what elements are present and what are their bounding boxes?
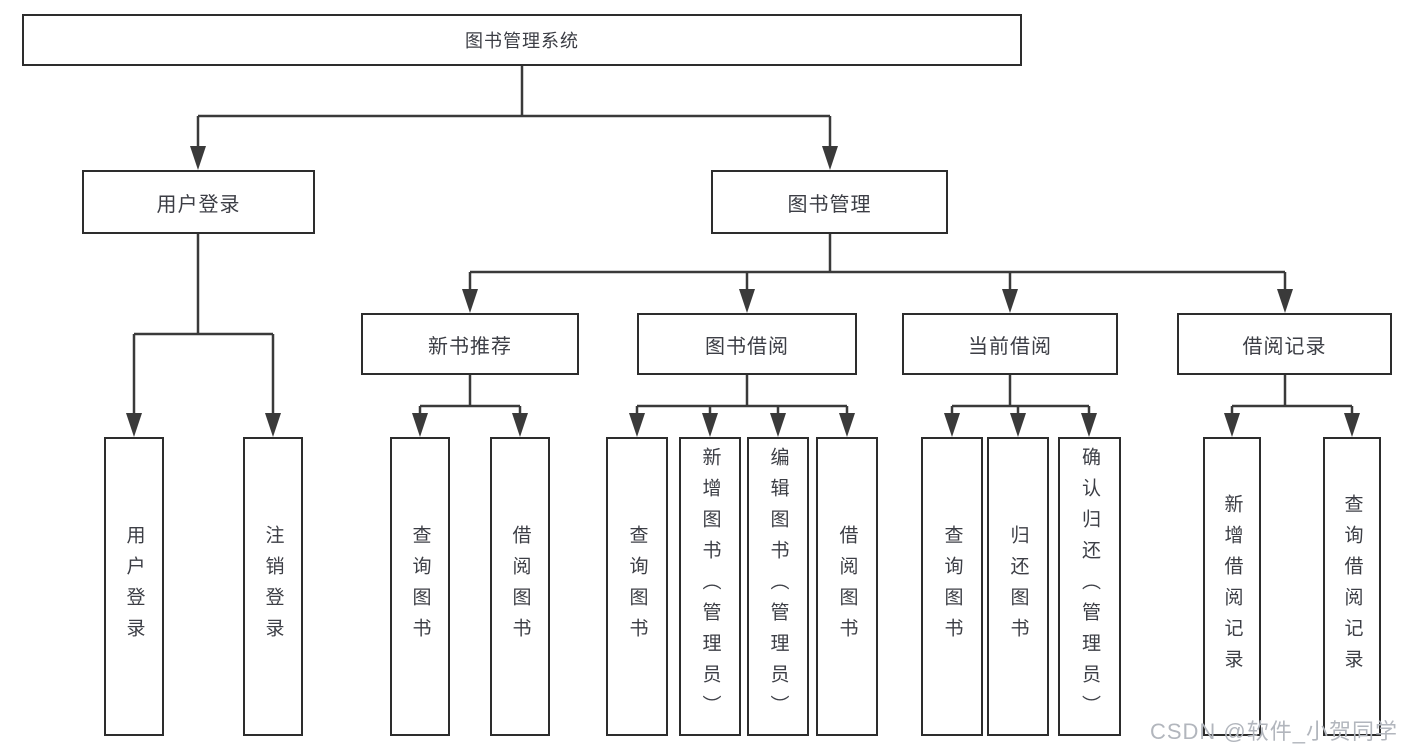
leaf-user-login: 用户登录 (104, 437, 164, 736)
leaf-borrow-books-recommend-label: 借阅图书 (509, 524, 531, 649)
leaf-edit-book-admin: 编辑图书（管理员） (747, 437, 809, 736)
leaf-return-book: 归还图书 (987, 437, 1049, 736)
leaf-query-borrow-record-label: 查询借阅记录 (1341, 493, 1363, 680)
leaf-add-book-admin-label: 新增图书（管理员） (699, 447, 721, 726)
leaf-query-books-current-label: 查询图书 (941, 524, 963, 649)
node-current-borrow: 当前借阅 (902, 313, 1118, 375)
csdn-watermark: CSDN @软件_小贺同学 (1149, 719, 1398, 744)
leaf-logout-label: 注销登录 (262, 524, 284, 649)
leaf-query-borrow-record: 查询借阅记录 (1323, 437, 1381, 736)
leaf-user-login-label: 用户登录 (123, 524, 145, 649)
leaf-return-book-label: 归还图书 (1007, 524, 1029, 649)
node-book-management: 图书管理 (711, 170, 948, 234)
leaf-add-borrow-record: 新增借阅记录 (1203, 437, 1261, 736)
leaf-add-book-admin: 新增图书（管理员） (679, 437, 741, 736)
node-book-management-label: 图书管理 (787, 193, 872, 216)
leaf-logout: 注销登录 (243, 437, 303, 736)
leaf-edit-book-admin-label: 编辑图书（管理员） (767, 447, 789, 726)
node-new-book-recommend: 新书推荐 (361, 313, 579, 375)
leaf-confirm-return-admin-label: 确认归还（管理员） (1079, 447, 1100, 726)
node-book-borrow-label: 图书借阅 (705, 335, 789, 358)
node-borrow-records: 借阅记录 (1177, 313, 1392, 375)
node-user-login: 用户登录 (82, 170, 315, 234)
node-root-label: 图书管理系统 (465, 31, 579, 51)
tree-edges (132, 66, 1354, 415)
leaf-query-books-recommend: 查询图书 (390, 437, 450, 736)
node-root: 图书管理系统 (22, 14, 1022, 66)
leaf-borrow-books-2: 借阅图书 (816, 437, 878, 736)
leaf-confirm-return-admin: 确认归还（管理员） (1058, 437, 1121, 736)
node-new-book-recommend-label: 新书推荐 (428, 335, 512, 358)
leaf-query-books-borrow-label: 查询图书 (626, 524, 648, 649)
node-book-borrow: 图书借阅 (637, 313, 857, 375)
leaf-add-borrow-record-label: 新增借阅记录 (1221, 493, 1243, 680)
node-borrow-records-label: 借阅记录 (1242, 335, 1327, 358)
node-current-borrow-label: 当前借阅 (968, 335, 1052, 358)
leaf-query-books-current: 查询图书 (921, 437, 983, 736)
leaf-borrow-books-recommend: 借阅图书 (490, 437, 550, 736)
node-user-login-label: 用户登录 (156, 193, 241, 216)
leaf-query-books-borrow: 查询图书 (606, 437, 668, 736)
arrowheads (126, 146, 1360, 437)
leaf-query-books-recommend-label: 查询图书 (409, 524, 431, 649)
leaf-borrow-books-2-label: 借阅图书 (836, 524, 858, 649)
